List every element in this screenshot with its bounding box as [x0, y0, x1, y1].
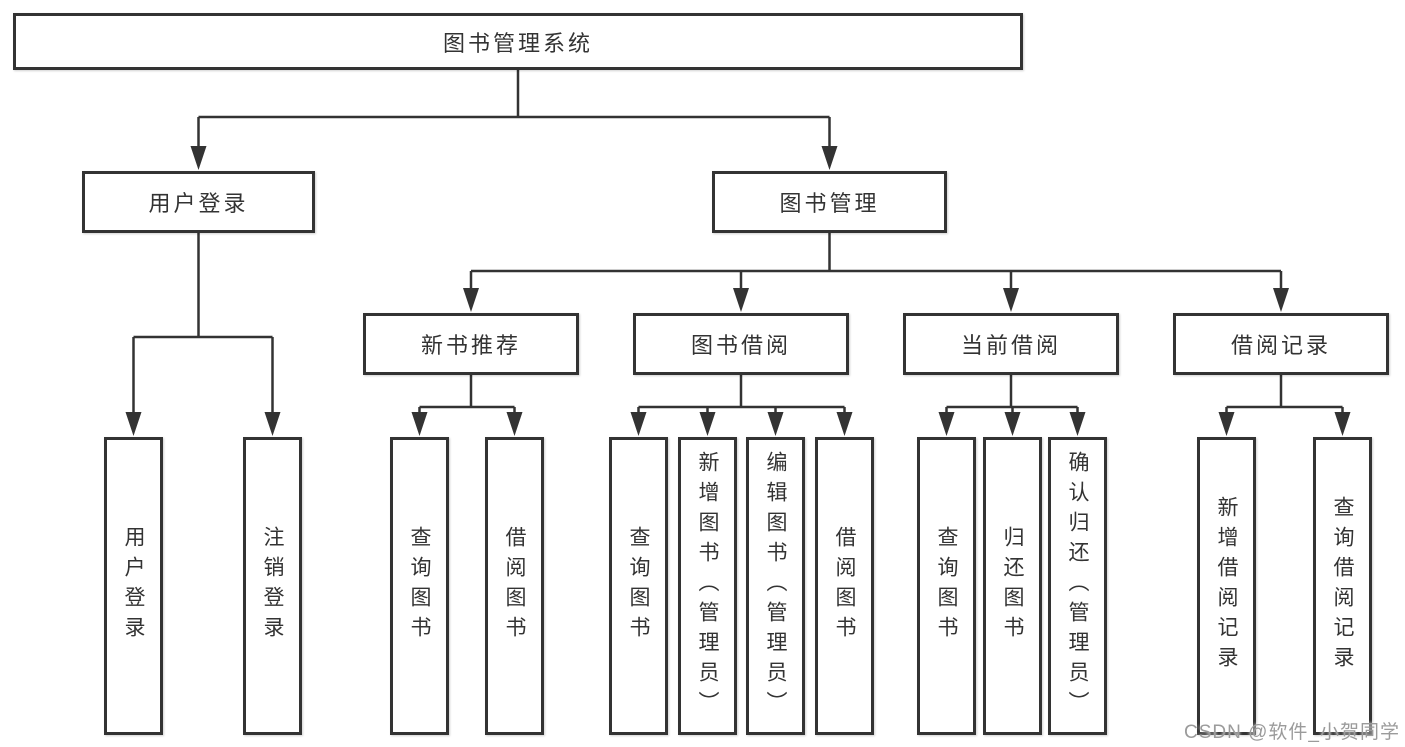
leaf-borrow-books: 借阅图书 [815, 437, 874, 735]
leaf-confirm-return-admin: 确认归还（管理员） [1048, 437, 1107, 735]
leaf-edit-books-admin: 编辑图书（管理员） [746, 437, 805, 735]
leaf-label: 确认归还（管理员） [1066, 451, 1089, 721]
leaf-query-books-borrow: 查询图书 [609, 437, 668, 735]
leaf-query-books-current: 查询图书 [917, 437, 976, 735]
arrowheads [125, 146, 1351, 436]
node-label: 图书管理系统 [442, 30, 593, 56]
leaf-label: 新增借阅记录 [1215, 496, 1238, 676]
node-user-login: 用户登录 [82, 171, 315, 233]
leaf-label: 查询图书 [935, 526, 958, 646]
node-book-borrow: 图书借阅 [633, 313, 849, 375]
node-current-borrow: 当前借阅 [903, 313, 1119, 375]
leaf-label: 注销登录 [261, 526, 284, 646]
leaf-label: 借阅图书 [833, 526, 856, 646]
node-label: 新书推荐 [420, 333, 521, 358]
leaf-label: 查询图书 [408, 526, 431, 646]
node-label: 用户登录 [148, 191, 249, 216]
leaf-label: 查询借阅记录 [1331, 496, 1354, 676]
leaf-label: 查询图书 [627, 526, 650, 646]
csdn-watermark: CSDN @软件_小贺同学 [1184, 722, 1400, 743]
leaf-user-login: 用户登录 [104, 437, 163, 735]
leaf-label: 借阅图书 [503, 526, 526, 646]
leaf-label: 新增图书（管理员） [696, 451, 719, 721]
node-root-library-system: 图书管理系统 [13, 13, 1023, 70]
node-label: 图书借阅 [690, 333, 791, 358]
leaf-label: 编辑图书（管理员） [764, 451, 787, 721]
node-label: 图书管理 [779, 191, 880, 216]
leaf-label: 用户登录 [122, 526, 145, 646]
node-label: 当前借阅 [960, 333, 1061, 358]
node-borrow-records: 借阅记录 [1173, 313, 1389, 375]
node-label: 借阅记录 [1230, 333, 1331, 358]
leaf-label: 归还图书 [1001, 526, 1024, 646]
leaf-return-books: 归还图书 [983, 437, 1042, 735]
leaf-add-books-admin: 新增图书（管理员） [678, 437, 737, 735]
leaf-query-books-recommend: 查询图书 [390, 437, 449, 735]
node-new-book-recommend: 新书推荐 [363, 313, 579, 375]
node-book-management: 图书管理 [712, 171, 947, 233]
leaf-add-borrow-record: 新增借阅记录 [1197, 437, 1256, 735]
leaf-borrow-books-recommend: 借阅图书 [485, 437, 544, 735]
leaf-query-borrow-record: 查询借阅记录 [1313, 437, 1372, 735]
leaf-logout: 注销登录 [243, 437, 302, 735]
